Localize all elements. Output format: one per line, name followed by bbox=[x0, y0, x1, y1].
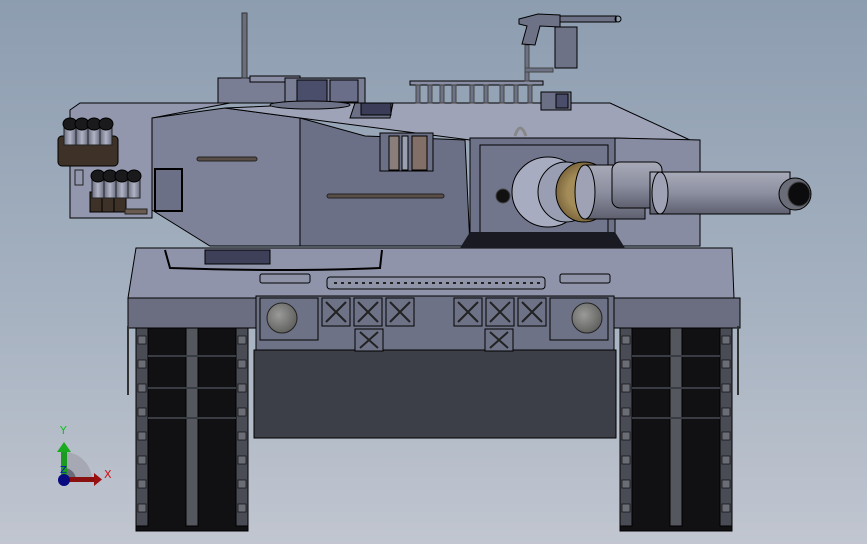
smoke-grenade-launchers-upper bbox=[57, 117, 119, 167]
headlight-right bbox=[571, 302, 603, 334]
radio-antenna bbox=[241, 12, 248, 79]
triad-z-label: Z bbox=[60, 465, 67, 476]
lower-hull bbox=[253, 349, 617, 439]
turret-grab-rail-center bbox=[326, 193, 445, 199]
roof-machine-gun bbox=[518, 13, 622, 82]
loader-hatch-periscope bbox=[349, 102, 394, 119]
triad-x-label: X bbox=[104, 468, 112, 481]
left-track-assembly[interactable] bbox=[127, 297, 257, 532]
smoke-grenade-launchers-lower bbox=[74, 169, 148, 215]
turret-stowage-box bbox=[154, 168, 183, 212]
hull-armor-x-panels-left bbox=[259, 297, 415, 352]
right-track-assembly[interactable] bbox=[613, 297, 741, 532]
hull-armor-x-panels-right bbox=[453, 297, 609, 352]
headlight-left bbox=[266, 302, 298, 334]
loader-ring-mount bbox=[409, 80, 572, 111]
commander-cupola bbox=[217, 75, 366, 110]
gunner-sight bbox=[379, 132, 434, 172]
main-gun[interactable] bbox=[511, 156, 812, 228]
turret-grab-rail-left bbox=[196, 156, 258, 162]
triad-graphic bbox=[57, 442, 102, 486]
hull-front[interactable] bbox=[127, 247, 735, 351]
lifting-hook bbox=[513, 126, 528, 137]
coax-port bbox=[495, 188, 511, 204]
triad-y-label: Y bbox=[60, 424, 67, 437]
turret[interactable] bbox=[69, 102, 701, 248]
view-orientation-triad[interactable]: Y X Z bbox=[40, 410, 130, 510]
